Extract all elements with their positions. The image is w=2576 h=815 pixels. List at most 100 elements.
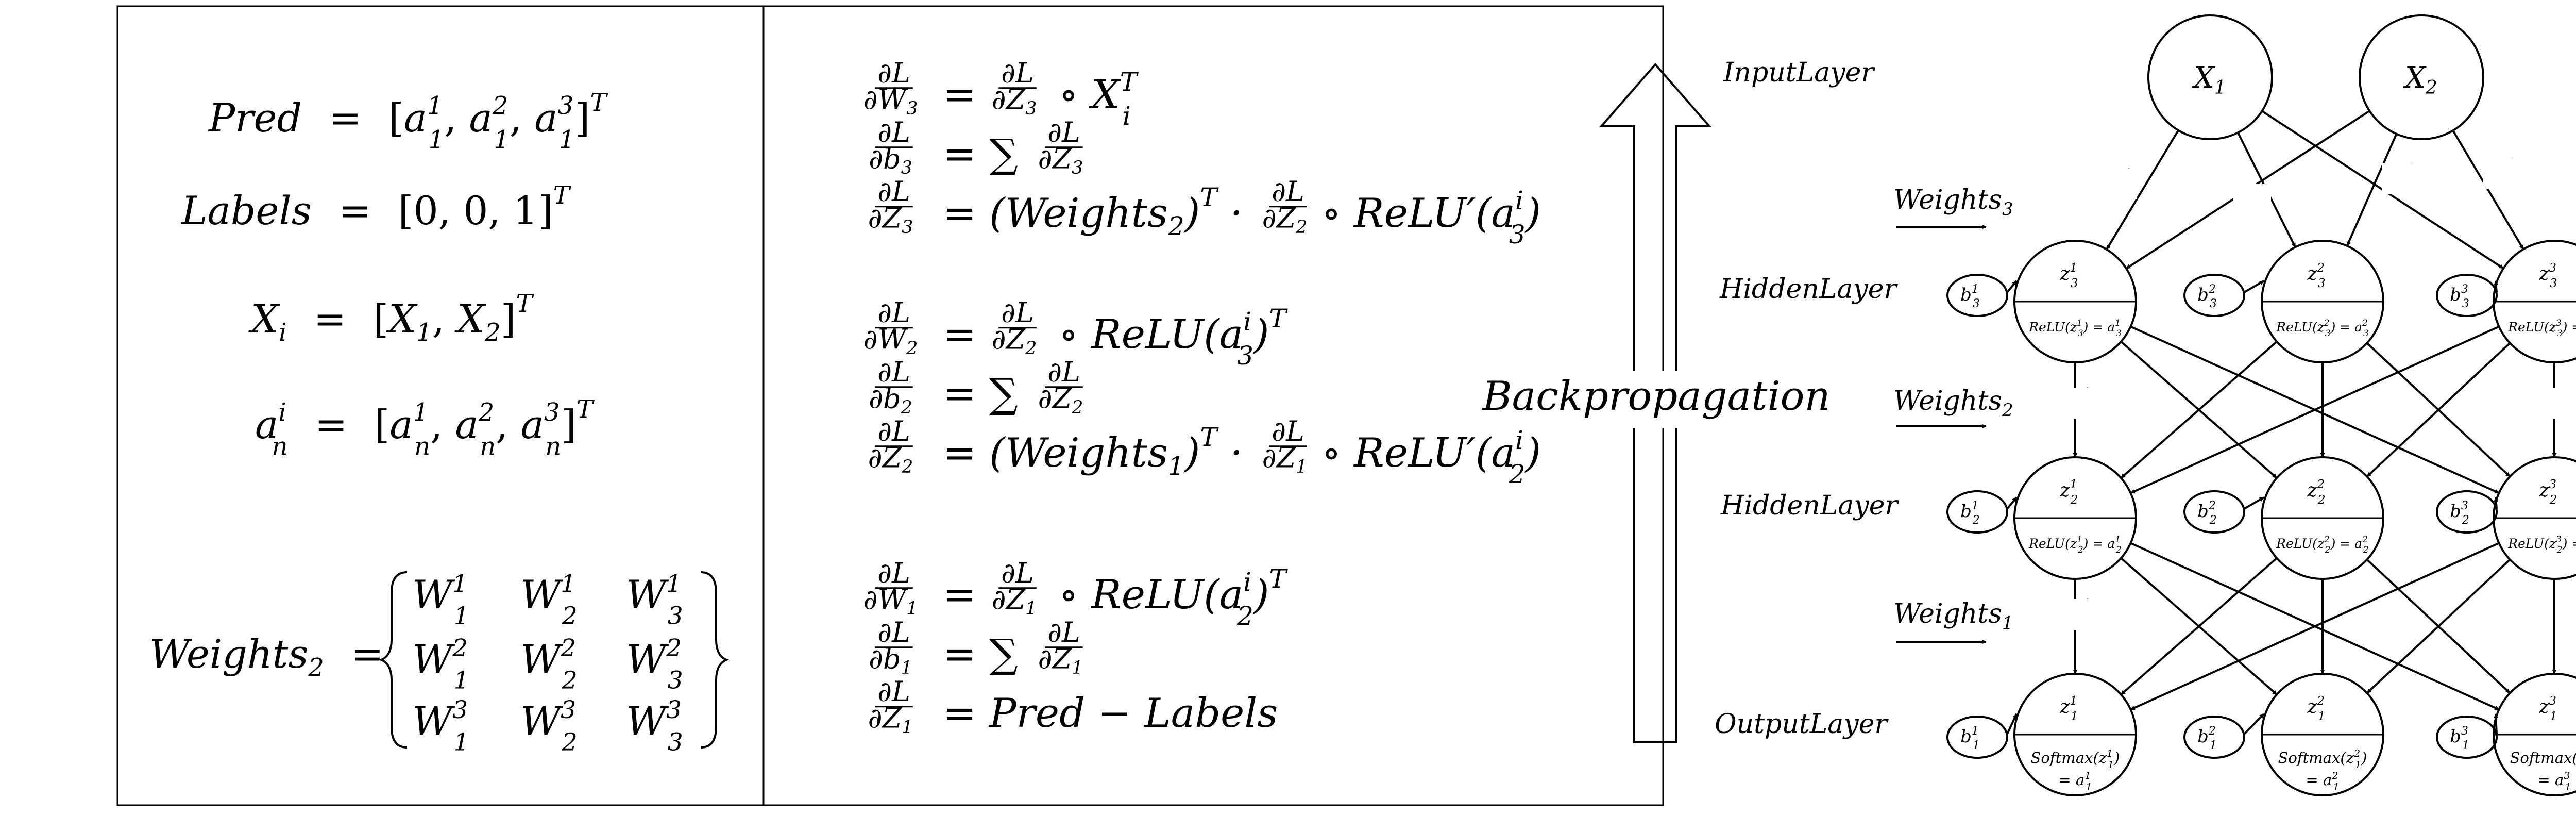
dL-db-lhs: ∂L∂b3 [869,116,913,178]
weights-lhs: Weights2 = [149,631,384,685]
input-node [2147,14,2273,140]
dL-db-lhs: ∂L∂b2 [869,356,913,418]
xi-equation: Xi = [X1, X2]T [248,289,534,350]
sum-equals: = ∑ [943,631,1018,677]
dL-dZ-sum: ∂L∂Z1 [1038,616,1083,678]
fraction-denominator: ∂W2 [863,323,918,359]
edge-label-bg [2233,184,2271,215]
neuron-activation: ReLU(z32) = a32 [2507,535,2576,555]
dL-dW-lhs: ∂L∂W2 [863,296,918,359]
dL-dW-lhs: ∂L∂W1 [863,557,918,619]
bias-ellipse [1946,274,2008,317]
fraction-denominator: ∂b1 [869,642,912,678]
input-node [2359,14,2484,140]
fraction-numerator: ∂L [1001,296,1034,329]
network-edge [2120,557,2278,695]
bias-ellipse [1946,716,2008,759]
fraction-denominator: ∂Z3 [868,202,913,238]
edge-label-bg [2382,163,2420,194]
fraction-numerator: ∂L [877,415,910,447]
network-edge [2346,133,2398,246]
fraction-numerator: ∂L [877,675,910,708]
svg-text:Weights2: Weights2 [1893,386,2013,421]
bias-ellipse [1946,490,2008,534]
neuron-activation: ReLU(z33) = a33 [2507,318,2576,339]
equals-sign: = [943,72,976,118]
network-edge [2106,129,2179,250]
dZ-rhs: = (Weights2)T · [943,182,1243,241]
fraction-denominator: ∂Z3 [1038,142,1083,178]
network-edge [2366,559,2511,694]
fraction-denominator: ∂Z1 [992,583,1037,619]
svg-text:Weights3: Weights3 [1893,185,2013,220]
fraction-numerator: ∂L [877,296,910,329]
network-edge [2366,342,2511,477]
bias-ellipse [2183,716,2245,759]
bias-ellipse [2436,716,2498,759]
fraction-numerator: ∂L [877,116,910,148]
fraction-denominator: ∂b3 [869,142,912,178]
dL-dZ-chain: ∂L∂Z1 [1262,415,1308,477]
fraction-numerator: ∂L [877,175,910,208]
dZ-rhs: = Pred − Labels [943,690,1278,737]
backprop-label-bg [1504,371,1814,428]
input-node-label: X2 [2403,61,2437,98]
dL-db-lhs: ∂L∂b1 [869,616,913,678]
dL-dZ-rhs: ∂L∂Z2 [992,296,1037,359]
bias-arrow [2243,713,2265,735]
fraction-denominator: ∂Z2 [1038,382,1083,418]
edge-label-bg [2550,388,2576,419]
bias-ellipse [2436,490,2498,534]
dL-dZ-sum: ∂L∂Z3 [1038,116,1083,178]
fraction-denominator: ∂Z1 [868,702,913,738]
sum-equals: = ∑ [943,371,1018,417]
dL-dZ-sum: ∂L∂Z2 [1038,356,1083,418]
fraction-denominator: ∂W1 [863,583,918,619]
dL-dZ-lhs: ∂L∂Z3 [868,175,913,238]
input-layer-label: InputLayer [1723,57,1875,88]
backprop-arrow [1599,62,1712,743]
svg-text:Weights1: Weights1 [1893,598,2013,634]
network-edges [2073,110,2557,711]
fraction-denominator: ∂b2 [869,382,912,418]
bias-arrow [2243,496,2265,510]
network-edge [2130,542,2500,711]
